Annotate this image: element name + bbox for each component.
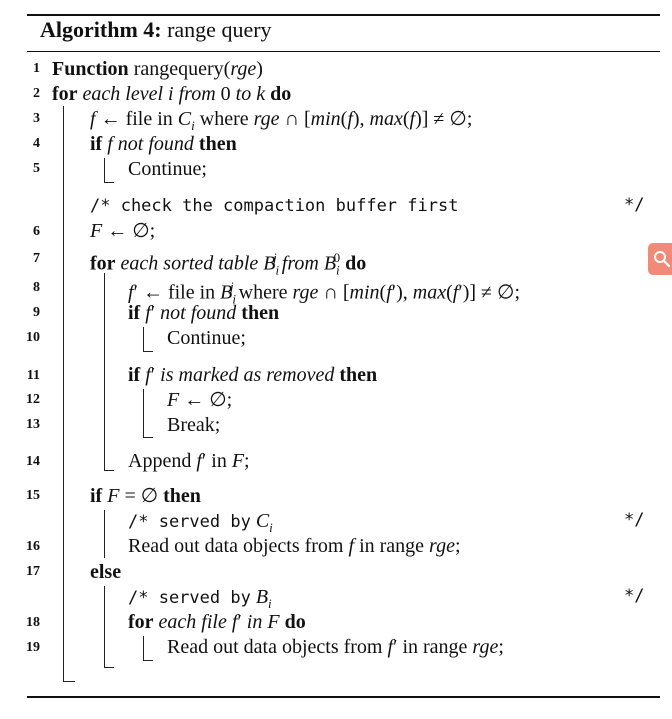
line-number: 9 <box>33 305 40 320</box>
code-line-3: f ← file in Ci where rge ∩ [min(f), max(… <box>90 108 473 133</box>
comment-end: */ <box>624 195 645 215</box>
line-number: 5 <box>33 161 40 176</box>
block-hook-if-f-not-found <box>143 351 153 352</box>
line-number: 6 <box>33 224 40 239</box>
line-number: 18 <box>26 615 40 630</box>
algorithm-label: Algorithm 4: <box>40 17 162 42</box>
line-number: 13 <box>26 417 40 432</box>
line-number: 2 <box>33 86 40 101</box>
line-number: 7 <box>33 251 40 266</box>
block-hook-for-files <box>143 660 153 661</box>
code-line-11: if f′ is marked as removed then <box>128 364 378 386</box>
block-hook-else <box>104 667 114 668</box>
line-number: 4 <box>33 136 40 151</box>
line-number: 1 <box>33 61 40 76</box>
bottom-rule <box>27 696 660 698</box>
algorithm-name: range query <box>167 17 272 42</box>
line-number: 16 <box>26 539 40 554</box>
line-number: 8 <box>33 280 40 295</box>
code-line-8: f′ ← file in Bij where rge ∩ [min(f′), m… <box>128 279 521 307</box>
code-line-5: Continue; <box>128 158 207 180</box>
line-number: 19 <box>26 640 40 655</box>
code-line-16: Read out data objects from f in range rg… <box>128 535 461 557</box>
code-line-7: for each sorted table Bij from Bi0 do <box>90 250 367 278</box>
code-line-2: for each level i from 0 to k do <box>52 83 292 105</box>
block-bar-else <box>104 586 105 667</box>
line-number: 12 <box>26 392 40 407</box>
line-number: 11 <box>26 368 40 383</box>
block-bar-if-not-found <box>104 158 105 182</box>
code-line-12: F ← ∅; <box>167 389 233 411</box>
line-number: 17 <box>26 564 40 579</box>
block-bar-for-tables <box>104 273 105 470</box>
line-number: 10 <box>26 330 40 345</box>
block-bar-if-removed <box>143 389 144 437</box>
search-icon <box>654 251 671 268</box>
block-bar-then <box>104 510 105 558</box>
code-line-13: Break; <box>167 414 221 436</box>
block-hook-for-tables <box>104 470 114 471</box>
line-number: 15 <box>26 488 40 503</box>
algorithm-title: Algorithm 4: range query <box>40 17 272 43</box>
comment-compaction: /* check the compaction buffer first <box>90 196 459 216</box>
code-line-9: if f′ not found then <box>128 302 280 324</box>
comment-end: */ <box>624 586 645 606</box>
block-hook-if-removed <box>143 437 153 438</box>
code-line-10: Continue; <box>167 327 246 349</box>
top-rule <box>27 14 660 16</box>
block-bar-if-f-not-found <box>143 327 144 351</box>
code-line-17: else <box>90 561 122 583</box>
code-line-14: Append f′ in F; <box>128 450 250 472</box>
code-line-18: for each file f′ in F do <box>128 611 306 633</box>
block-hook-function <box>63 681 75 682</box>
code-line-19: Read out data objects from f′ in range r… <box>167 636 504 658</box>
comment-end: */ <box>624 510 645 530</box>
comment-served-b: /* served by Bi <box>128 586 272 611</box>
block-bar-for-files <box>143 636 144 660</box>
code-line-4: if f not found then <box>90 133 237 155</box>
comment-served-c: /* served by Ci <box>128 510 273 535</box>
search-button[interactable] <box>648 243 672 275</box>
line-number: 3 <box>33 111 40 126</box>
block-bar-function <box>63 106 64 681</box>
code-line-6: F ← ∅; <box>90 220 156 242</box>
code-line-15: if F = ∅ then <box>90 485 201 507</box>
block-hook-if-not-found <box>104 182 114 183</box>
line-number: 14 <box>26 454 40 469</box>
title-rule <box>27 51 660 52</box>
code-line-1: Function rangequery(rge) <box>52 58 263 80</box>
